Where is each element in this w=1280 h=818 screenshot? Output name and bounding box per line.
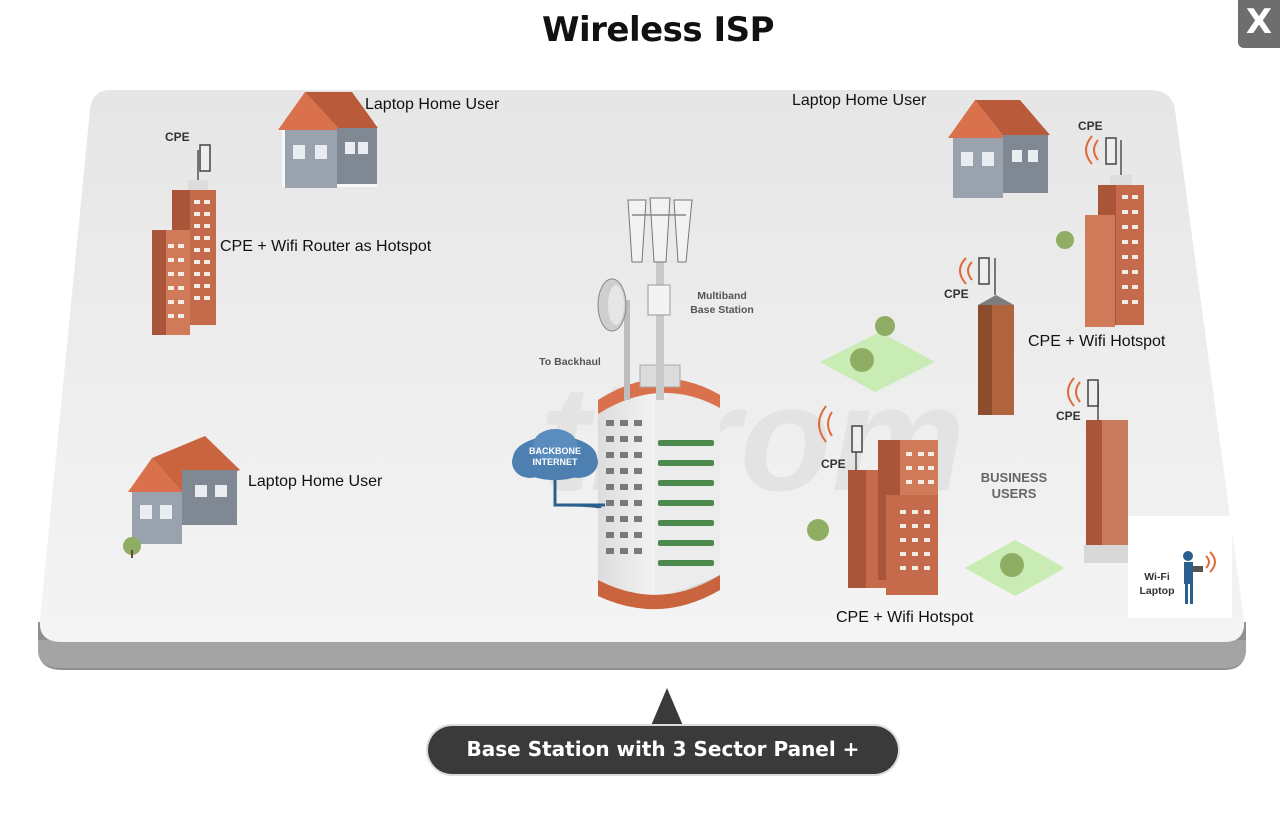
label-cpe-wifi-hotspot-right: CPE + Wifi Hotspot [1028, 333, 1166, 350]
label-cpe-tower: CPE [944, 287, 969, 301]
diagram-title: Wireless ISP [541, 10, 775, 50]
building-narrow-tower [959, 257, 1014, 415]
label-cpe-wifi-router-hotspot: CPE + Wifi Router as Hotspot [220, 238, 432, 255]
base-station-building [597, 197, 720, 610]
caption-pointer [650, 688, 684, 728]
label-backbone-line2: INTERNET [532, 457, 578, 467]
label-laptop-home-user-top-right: Laptop Home User [792, 92, 927, 109]
house-top-right [948, 100, 1050, 198]
label-cpe-business: CPE [821, 457, 846, 471]
label-business-line2: USERS [991, 486, 1037, 501]
wifi-laptop-person [1128, 516, 1232, 618]
label-multiband-line1: Multiband [697, 290, 747, 302]
building-top-left [152, 144, 216, 335]
backbone-cloud [512, 429, 605, 510]
label-business-line1: BUSINESS [980, 470, 1048, 485]
label-cpe-top-left: CPE [165, 130, 190, 144]
close-button[interactable]: X [1238, 0, 1280, 48]
business-building-cluster [818, 405, 938, 595]
label-wifi-laptop-line2: Laptop [1139, 585, 1175, 597]
caption-bubble: Base Station with 3 Sector Panel + Backh… [428, 726, 898, 807]
label-cpe-wifi-hotspot-bottom: CPE + Wifi Hotspot [836, 609, 974, 626]
label-cpe-slim-building: CPE [1056, 409, 1081, 423]
label-wifi-laptop: Wi-Fi Laptop [1134, 570, 1180, 598]
label-backbone-line1: BACKBONE [528, 446, 581, 456]
label-backbone-internet: BACKBONE INTERNET [518, 446, 592, 468]
label-multiband-line2: Base Station [690, 304, 754, 316]
label-to-backhaul: To Backhaul [539, 356, 601, 368]
label-laptop-home-user-left: Laptop Home User [248, 473, 383, 490]
network-scene: tFrom [38, 90, 1246, 670]
close-icon: X [1245, 2, 1273, 42]
label-wifi-laptop-line1: Wi-Fi [1144, 571, 1170, 583]
label-business-users: BUSINESS USERS [976, 470, 1052, 502]
grass-patches [807, 316, 1065, 596]
building-right-slim [1067, 377, 1130, 563]
label-laptop-home-user-top-left: Laptop Home User [365, 96, 500, 113]
house-top-left [278, 92, 378, 188]
label-cpe-top-right: CPE [1078, 119, 1103, 133]
house-left-middle [123, 436, 240, 558]
building-right-tall [1056, 135, 1144, 327]
label-multiband-base-station: Multiband Base Station [684, 289, 760, 317]
